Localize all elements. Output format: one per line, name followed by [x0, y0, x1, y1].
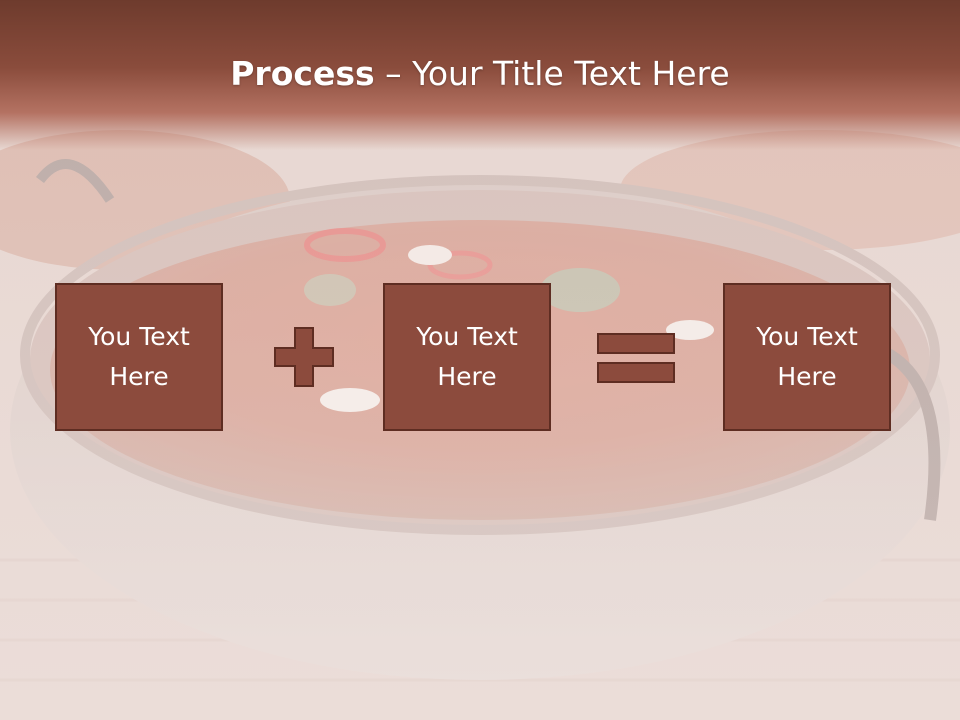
- process-box-1: You Text Here: [55, 283, 223, 431]
- title-rest: – Your Title Text Here: [374, 54, 730, 93]
- title-bold: Process: [230, 54, 375, 93]
- slide-title: Process – Your Title Text Here: [0, 52, 960, 96]
- process-box-3: You Text Here: [723, 283, 891, 431]
- equals-icon: [597, 333, 675, 383]
- process-box-1-label: You Text Here: [88, 322, 190, 391]
- process-box-2: You Text Here: [383, 283, 551, 431]
- title-bar: [0, 0, 960, 150]
- process-box-2-label: You Text Here: [416, 322, 518, 391]
- plus-icon: [274, 327, 334, 387]
- process-box-3-label: You Text Here: [756, 322, 858, 391]
